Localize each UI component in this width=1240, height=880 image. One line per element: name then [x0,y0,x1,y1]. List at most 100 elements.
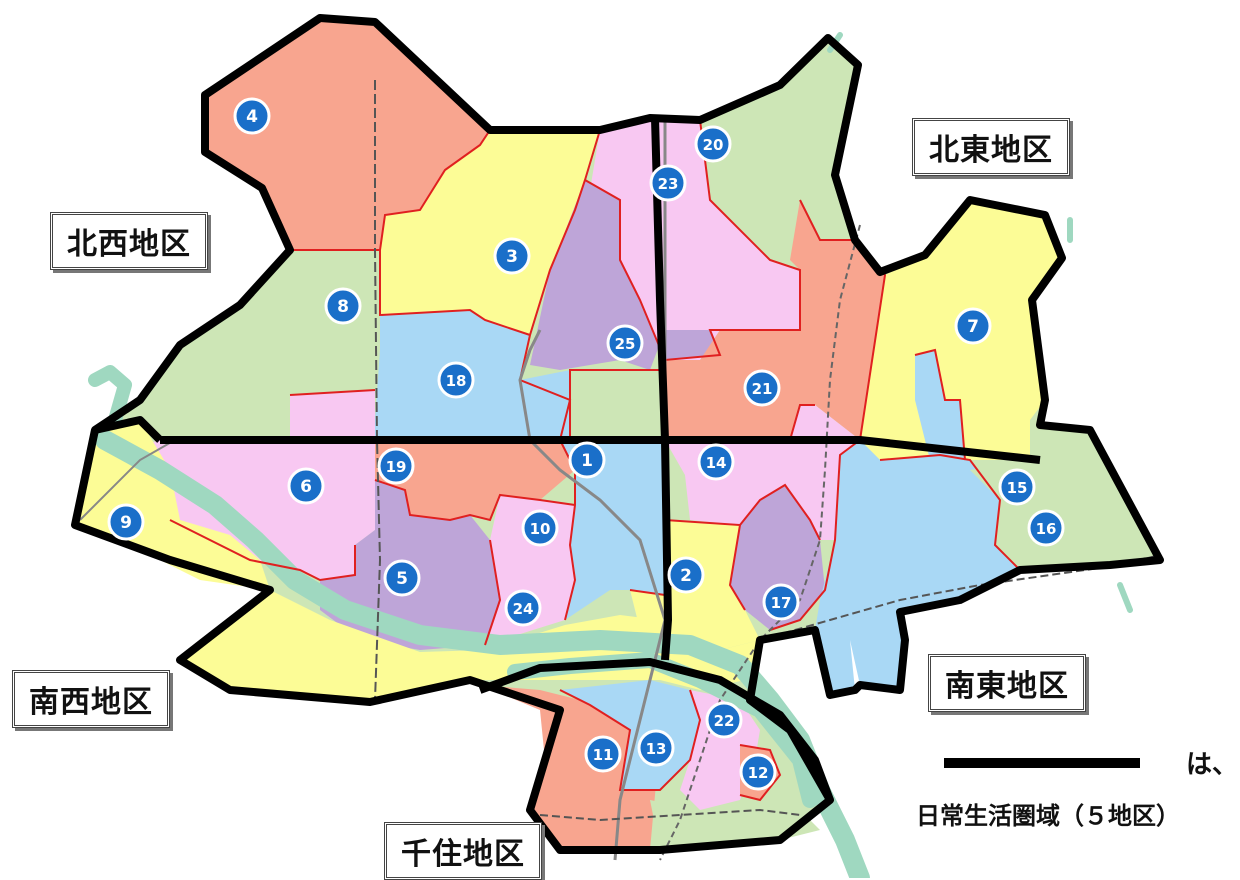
district-marker-19: 19 [377,447,415,485]
legend-text: 日常生活圏域（５地区） [916,802,1180,830]
district-marker-15: 15 [998,468,1036,506]
district-marker-circle [705,701,743,739]
district-marker-label: 16 [1036,520,1057,538]
boundary-ew [160,436,1041,464]
district-marker-circle [521,509,559,547]
district-10-salmon-fill [375,440,575,520]
district-marker-circle [568,441,606,479]
district-marker-24: 24 [504,589,542,627]
district-boundaries [169,119,1021,802]
district-marker-circle [762,583,800,621]
legend-suffix: は、 [1186,750,1239,780]
district-marker-label: 19 [386,458,407,476]
legend-line-sample [944,758,1140,768]
district-marker-label: 3 [506,247,518,267]
district-marker-10: 10 [521,509,559,547]
district-marker-circle [697,443,735,481]
district-marker-circle [954,307,992,345]
district-marker-circle [998,468,1036,506]
district-25-fill [530,180,720,370]
district-9-fill [75,420,270,590]
district-marker-circle [504,589,542,627]
district-19-fill [290,390,375,440]
district-marker-label: 25 [615,335,636,353]
district-marker-14: 14 [697,443,735,481]
district-marker-circle [649,164,687,202]
boundary-sw-cut [94,416,163,443]
district-marker-circle [739,753,777,791]
district-marker-circle [377,447,415,485]
district-marker-label: 10 [530,520,551,538]
district-marker-label: 21 [752,380,773,398]
district-marker-4: 4 [233,97,271,135]
railway-senju [539,808,801,822]
boundary-ns [651,117,672,661]
district-marker-circle [606,324,644,362]
district-marker-label: 13 [646,740,667,758]
district-marker-label: 6 [300,477,312,497]
district-marker-23: 23 [649,164,687,202]
region-label-nanto: 南東地区 [928,654,1086,712]
nw-river [88,365,132,427]
district-marker-label: 7 [967,317,979,337]
region-label-hokuto: 北東地区 [912,118,1070,176]
district-21-fill [665,200,885,440]
region-label-senju: 千住地区 [384,822,542,880]
district-marker-label: 12 [748,764,769,782]
district-marker-label: 20 [703,136,724,154]
district-marker-circle [287,467,325,505]
district-marker-5: 5 [383,559,421,597]
district-marker-21: 21 [743,369,781,407]
district-1-blue-fill [520,370,570,440]
district-marker-circle [324,287,362,325]
area-boundaries [71,14,1164,854]
district-marker-label: 24 [513,600,534,618]
district-marker-12: 12 [739,753,777,791]
district-16-fill [970,420,1160,570]
district-marker-2: 2 [667,556,705,594]
district-marker-16: 16 [1027,509,1065,547]
district-marker-label: 1 [581,451,593,471]
district-marker-8: 8 [324,287,362,325]
district-15-blue-strip [915,350,965,460]
district-20-fill [700,38,858,260]
district-marker-22: 22 [705,701,743,739]
region-label-nansei: 南西地区 [12,670,170,728]
district-marker-20: 20 [694,125,732,163]
district-marker-circle [383,559,421,597]
district-marker-9: 9 [107,503,145,541]
district-marker-25: 25 [606,324,644,362]
district-marker-17: 17 [762,583,800,621]
district-marker-circle [694,125,732,163]
district-marker-13: 13 [637,729,675,767]
district-marker-circle [437,361,475,399]
district-marker-11: 11 [584,735,622,773]
district-1-fill [570,370,665,440]
district-marker-label: 15 [1007,479,1028,497]
district-marker-circle [107,503,145,541]
district-marker-6: 6 [287,467,325,505]
district-marker-3: 3 [493,237,531,275]
district-marker-label: 14 [706,454,727,472]
ward-outline [71,14,1164,854]
district-marker-7: 7 [954,307,992,345]
railway-west-line [79,439,176,521]
district-marker-1: 1 [568,441,606,479]
district-11-fill [480,685,660,850]
district-2-fill [560,440,665,630]
district-marker-label: 4 [246,107,258,127]
district-marker-circle [637,729,675,767]
district-marker-circle [667,556,705,594]
district-4-fill [205,18,490,250]
railway-southeast [759,554,1161,641]
district-marker-label: 11 [593,746,614,764]
district-marker-circle [493,237,531,275]
district-marker-18: 18 [437,361,475,399]
district-marker-label: 8 [337,297,349,317]
district-marker-label: 2 [680,566,692,586]
region-label-hokusei: 北西地区 [50,212,208,270]
district-15-fill [815,440,1020,695]
